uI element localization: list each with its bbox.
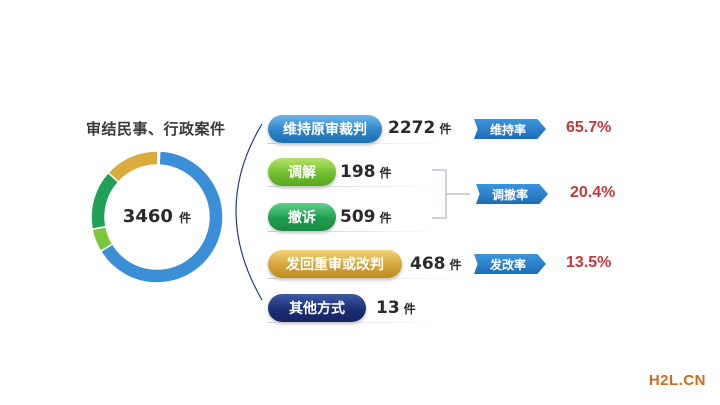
row-divider	[268, 231, 438, 232]
label-pill-remand: 发回重审或改判	[268, 250, 402, 278]
label-pill-withdrawal: 撤诉	[268, 203, 336, 231]
center-value-number: 3460	[123, 206, 179, 227]
center-value-unit: 件	[179, 210, 191, 225]
watermark-logo: H2L.CN	[648, 372, 706, 389]
rate-tag-mediation-withdrawal: 调撤率	[476, 184, 548, 204]
donut-slice-4	[157, 150, 161, 166]
row-divider	[268, 143, 448, 144]
rate-tag-uphold: 维持率	[474, 119, 546, 139]
row-divider	[268, 322, 438, 323]
rate-tag-remand: 发改率	[474, 254, 546, 274]
label-pill-mediation: 调解	[268, 158, 336, 186]
chart-title: 审结民事、行政案件	[86, 120, 226, 138]
label-pill-other: 其他方式	[268, 294, 366, 322]
center-value: 3460 件	[123, 206, 191, 227]
donut-segments	[90, 150, 224, 284]
rate-value-mediation-withdrawal: 20.4%	[570, 184, 616, 201]
donut-chart: 3460 件	[90, 150, 224, 284]
donut-slice-0	[99, 150, 224, 284]
rate-value-uphold: 65.7%	[566, 119, 612, 136]
label-pill-uphold: 维持原审裁判	[268, 115, 382, 143]
row-divider	[268, 278, 468, 279]
row-divider	[268, 186, 438, 187]
rate-value-remand: 13.5%	[566, 254, 612, 271]
